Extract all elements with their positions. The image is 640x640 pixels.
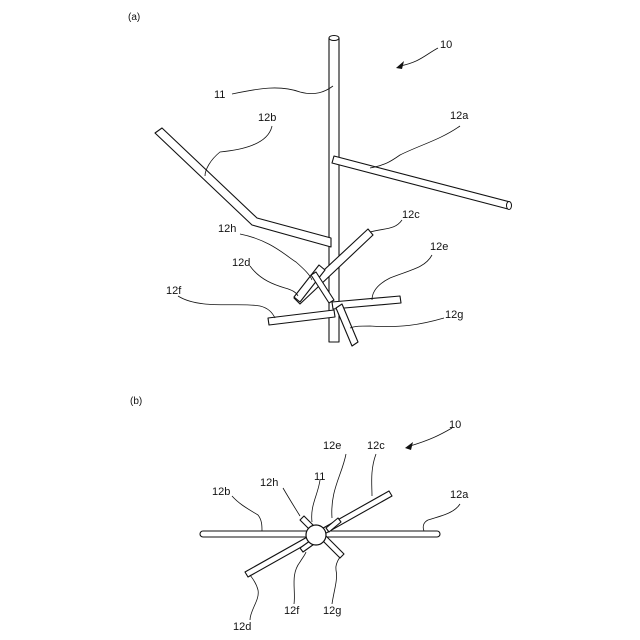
leader-11-a <box>232 86 333 94</box>
panel-a-label: (a) <box>128 12 140 23</box>
leader-12a-b <box>423 504 460 531</box>
label-12h-b: 12h <box>260 477 278 489</box>
label-11-a: 11 <box>214 89 225 101</box>
leader-12d-b <box>250 575 258 620</box>
panel-b-label: (b) <box>130 396 142 407</box>
label-12b-b: 12b <box>212 486 230 498</box>
leader-11-b <box>312 480 320 522</box>
leader-12h-a <box>240 234 312 280</box>
label-12b-a: 12b <box>258 112 276 124</box>
label-12d-a: 12d <box>232 257 250 269</box>
label-12g-b: 12g <box>323 605 341 617</box>
leader-10-b <box>410 428 452 446</box>
branch-12a-a <box>332 156 512 210</box>
label-12e-b: 12e <box>323 440 341 452</box>
branch-12f-a <box>268 310 335 325</box>
label-11-b: 11 <box>314 471 325 483</box>
label-12g-a: 12g <box>445 309 463 321</box>
label-12h-a: 12h <box>218 223 236 235</box>
leader-12b-b <box>232 496 262 531</box>
ref-10-a: 10 <box>440 39 452 51</box>
leader-12c-b <box>372 454 376 496</box>
leader-12a-a <box>370 126 460 168</box>
leader-12f-a <box>178 296 275 318</box>
label-12c-b: 12c <box>367 440 385 452</box>
leader-10-a <box>400 48 438 66</box>
leader-12g-a <box>350 318 444 328</box>
arrow-10-b <box>405 442 413 450</box>
ref-10-b: 10 <box>449 419 461 431</box>
leader-12d-a <box>250 266 298 296</box>
label-12f-a: 12f <box>166 285 182 297</box>
branch-12b-a <box>155 128 331 247</box>
label-12a-b: 12a <box>450 489 469 501</box>
label-12e-a: 12e <box>430 241 448 253</box>
leader-12g-b <box>332 557 340 604</box>
label-12c-a: 12c <box>402 209 420 221</box>
leader-12h-b <box>283 488 300 516</box>
leader-12e-b <box>332 454 346 518</box>
trunk-11-b <box>306 525 326 545</box>
label-12d-b: 12d <box>233 621 251 633</box>
arrow-10-a <box>396 61 404 69</box>
leader-12b-a <box>205 126 272 176</box>
leader-12e-a <box>372 255 432 300</box>
label-12f-b: 12f <box>284 605 300 617</box>
label-12a-a: 12a <box>450 110 469 122</box>
leader-12f-b <box>294 552 306 604</box>
leader-12c-a <box>370 220 402 232</box>
